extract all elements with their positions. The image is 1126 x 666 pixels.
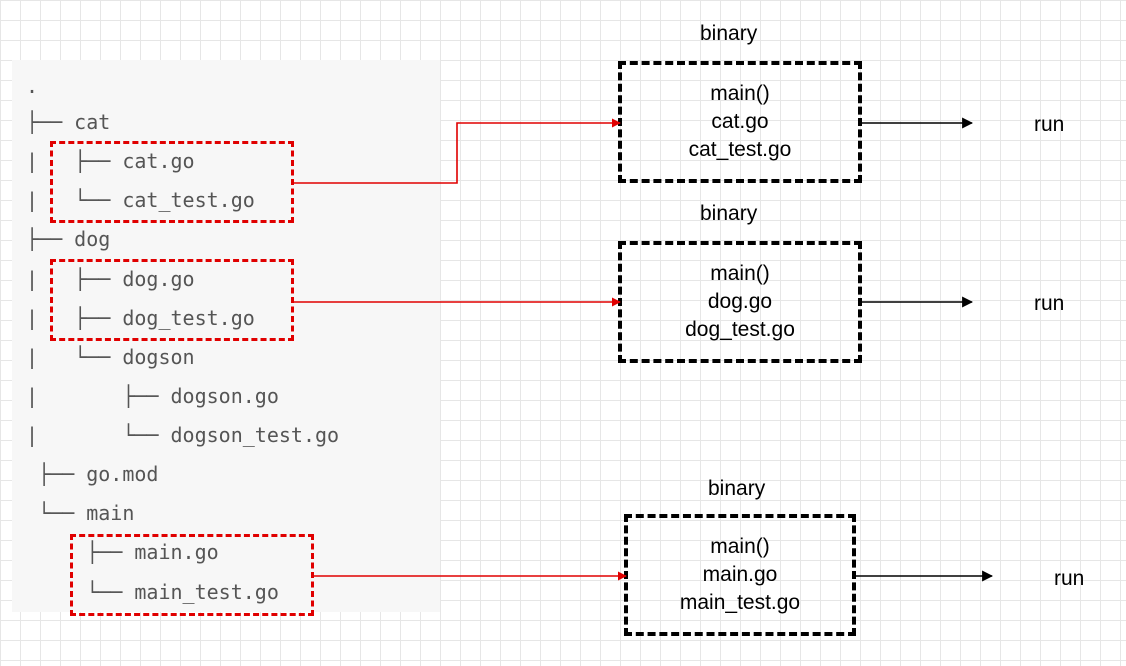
tree-line-dog-test-go: | ├── dog_test.go (26, 306, 255, 330)
binary-item-main-go: main.go (702, 563, 778, 586)
binary-title-dog: binary (700, 202, 758, 225)
tree-line-cat-dir: ├── cat (26, 110, 111, 134)
binary-box-main: main() main.go main_test.go (624, 514, 856, 636)
tree-line-dogson-test-go: | └── dogson_test.go (26, 423, 340, 447)
binary-box-cat: main() cat.go cat_test.go (618, 61, 862, 183)
tree-line-cat-test-go: | └── cat_test.go (26, 188, 255, 212)
tree-line-cat-go: | ├── cat.go (26, 149, 195, 173)
tree-line-root: . (26, 74, 39, 98)
tree-line-dogson-dir: | └── dogson (26, 345, 195, 369)
tree-line-dogson-go: | ├── dogson.go (26, 384, 279, 408)
run-label-cat: run (1034, 113, 1065, 136)
tree-line-dog-go: | ├── dog.go (26, 267, 195, 291)
tree-line-dog-dir: ├── dog (26, 227, 111, 251)
run-label-dog: run (1034, 292, 1065, 315)
binary-item-main-func: main() (710, 262, 770, 285)
tree-line-main-test-go: └── main_test.go (26, 580, 279, 604)
tree-line-go-mod: ├── go.mod (26, 462, 159, 486)
binary-item-dog-test-go: dog_test.go (685, 318, 795, 341)
arrow-cat-to-binary (294, 118, 621, 184)
binary-item-main-func: main() (710, 535, 770, 558)
main-files-group (70, 534, 314, 616)
binary-item-cat-go: cat.go (711, 110, 769, 133)
binary-item-dog-go: dog.go (707, 290, 773, 313)
tree-line-main-go: ├── main.go (26, 540, 219, 564)
binary-item-main-func: main() (710, 82, 770, 105)
tree-line-main-dir: └── main (26, 501, 135, 525)
binary-title-cat: binary (700, 22, 758, 45)
binary-title-main: binary (708, 477, 766, 500)
binary-item-cat-test-go: cat_test.go (688, 138, 792, 161)
dog-files-group (50, 259, 294, 341)
binary-item-main-test-go: main_test.go (679, 591, 801, 614)
run-label-main: run (1054, 567, 1085, 590)
cat-files-group (50, 141, 294, 223)
file-tree-panel: . ├── cat | ├── cat.go | └── cat_test.go… (12, 60, 440, 612)
